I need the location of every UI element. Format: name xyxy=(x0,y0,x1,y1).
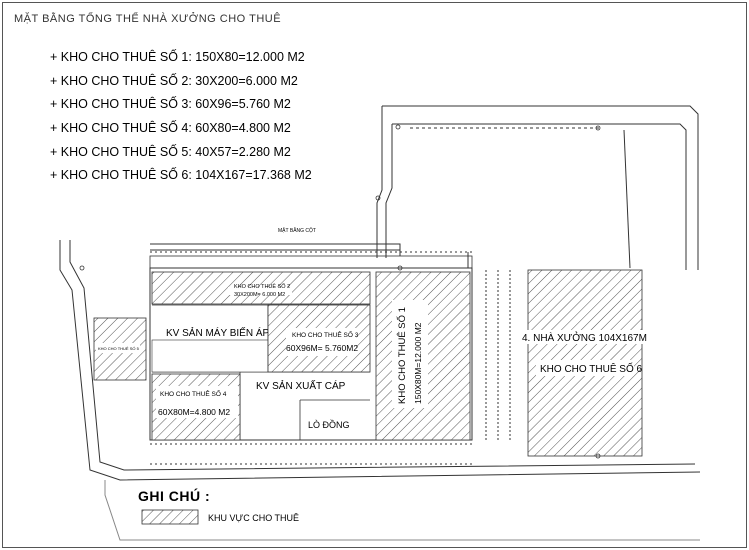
mat-bang-cot-label: MẶT BẰNG CỘT xyxy=(278,226,316,234)
kho-1-label-bg xyxy=(392,300,428,408)
kho-4-dimension: 60X80M=4.800 M2 xyxy=(158,407,230,417)
kho-5-label: KHO CHO THUÊ SỐ 5 xyxy=(98,346,140,351)
list-item: + KHO CHO THUÊ SỐ 6: 104X167=17.368 M2 xyxy=(50,168,312,183)
kho-2-name: KHO CHO THUÊ SỐ 2 xyxy=(234,282,290,290)
kv-san-xuat-cap-label: KV SẢN XUẤT CÁP xyxy=(256,379,346,392)
kho-1-dimension: 150X80M=12.000 M2 xyxy=(413,322,423,404)
kv-may-bien-ap-label: KV SẢN MÁY BIẾN ÁP xyxy=(166,326,270,339)
lo-dong-label: LÒ ĐỒNG xyxy=(308,419,350,430)
list-item: + KHO CHO THUÊ SỐ 2: 30X200=6.000 M2 xyxy=(50,73,298,88)
survey-markers xyxy=(79,124,601,459)
kho-4-label-bg xyxy=(156,386,238,418)
kho-6-name: KHO CHO THUÊ SỐ 6 xyxy=(540,361,642,375)
kho-6-label-bg xyxy=(536,360,634,376)
kv-may-lower xyxy=(151,339,269,373)
nha-xuong-label: 4. NHÀ XƯỞNG 104X167M xyxy=(522,331,647,344)
road-lines xyxy=(59,105,701,541)
list-item: + KHO CHO THUÊ SỐ 4: 60X80=4.800 M2 xyxy=(50,121,291,136)
list-item: + KHO CHO THUÊ SỐ 5: 40X57=2.280 M2 xyxy=(50,144,291,159)
kho-2-label-bg xyxy=(228,287,292,295)
rental-area-list: + KHO CHO THUÊ SỐ 1: 150X80=12.000 M2 + … xyxy=(50,48,312,190)
kho-1-name: KHO CHO THUÊ SỐ 1 xyxy=(396,307,408,404)
kho-3-name: KHO CHO THUÊ SỐ 3 xyxy=(292,329,359,339)
legend-label: KHU VỰC CHO THUÊ xyxy=(208,513,300,523)
drawing-title: MẶT BẰNG TỔNG THỂ NHÀ XƯỞNG CHO THUÊ xyxy=(14,13,282,25)
kho-3-dimension: 60X96M= 5.760M2 xyxy=(286,343,358,353)
legend-hatch-swatch xyxy=(141,509,199,525)
kho-5-label-bg xyxy=(96,343,140,353)
nha-xuong-label-bg xyxy=(524,330,648,344)
kho-3-label-bg xyxy=(286,328,356,356)
kho-4-name: KHO CHO THUÊ SỐ 4 xyxy=(160,388,227,398)
list-item: + KHO CHO THUÊ SỐ 3: 60X96=5.760 M2 xyxy=(50,97,291,112)
legend-title: GHI CHÚ : xyxy=(138,488,211,504)
list-item: + KHO CHO THUÊ SỐ 1: 150X80=12.000 M2 xyxy=(50,50,305,64)
kho-2-dimension: 30X200M= 6.000 M2 xyxy=(234,292,285,298)
